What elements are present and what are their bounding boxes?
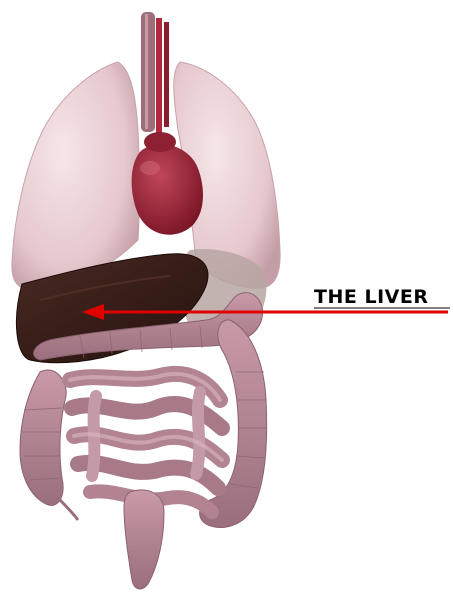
trachea-and-vessels xyxy=(141,12,169,133)
rectum xyxy=(124,490,164,589)
left-lung xyxy=(12,62,140,290)
liver-label: THE LIVER xyxy=(314,286,428,308)
appendix xyxy=(58,498,78,520)
